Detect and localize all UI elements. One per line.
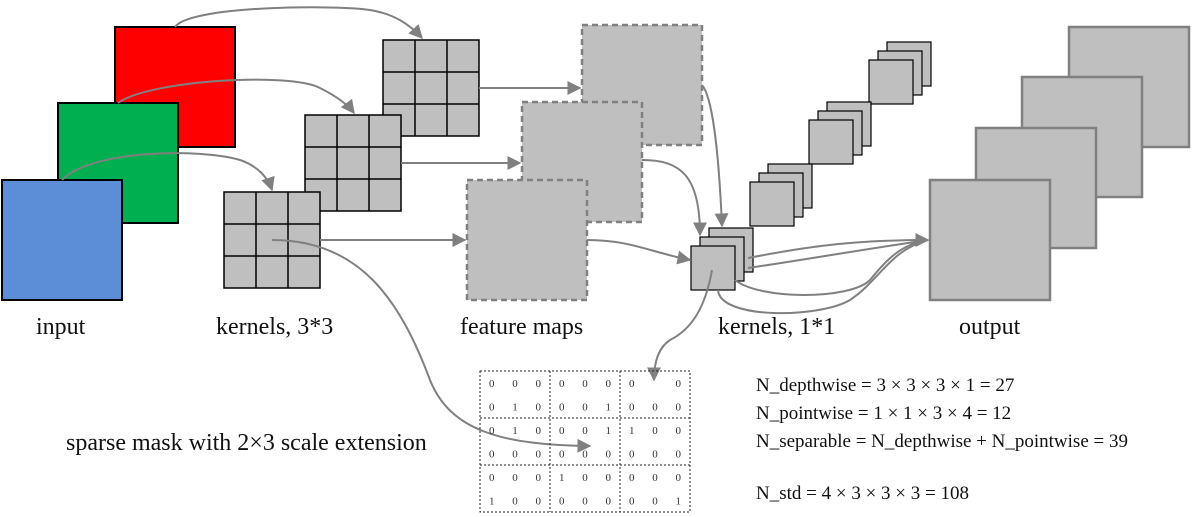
arrow-blue-to-kernel	[61, 152, 275, 192]
mask-cell: 1	[512, 401, 518, 413]
equation-depthwise: N_depthwise = 3 × 3 × 3 × 1 = 27	[756, 375, 1015, 396]
mask-cell: 0	[512, 495, 518, 507]
kernel-3x3-middle	[304, 114, 402, 212]
mask-cell: 0	[536, 448, 542, 460]
mask-cell: 0	[512, 472, 518, 484]
mask-cell: 1	[629, 425, 635, 437]
mask-cell: 0	[629, 448, 635, 460]
mask-cell: 0	[676, 472, 682, 484]
label-mask-caption: sparse mask with 2×3 scale extension	[66, 430, 427, 456]
mask-cell: 1	[489, 495, 495, 507]
equation-pointwise: N_pointwise = 1 × 1 × 3 × 4 = 12	[756, 403, 1012, 424]
label-kernels-1x1: kernels, 1*1	[718, 314, 836, 340]
mask-cell: 0	[606, 448, 612, 460]
kernels-1x1	[690, 41, 932, 291]
arrows	[61, 6, 930, 453]
output-map-4	[928, 178, 1052, 302]
kernel-1x1-stack-4	[690, 227, 754, 291]
mask-cell: 0	[559, 425, 565, 437]
kernels-3x3	[223, 39, 480, 289]
mask-cell: 0	[652, 425, 658, 437]
mask-cell: 0	[606, 472, 612, 484]
mask-cell: 0	[489, 425, 495, 437]
arrow-k1-to-out-4	[717, 239, 929, 315]
mask-cell: 0	[582, 425, 588, 437]
kernel-1x1-stack-2	[808, 101, 872, 165]
mask-cell: 0	[582, 401, 588, 413]
label-output: output	[959, 314, 1021, 340]
mask-cell: 0	[629, 401, 635, 413]
arrow-fm-bot-to-k1	[586, 239, 692, 265]
mask-cell: 0	[629, 378, 635, 390]
mask-cell: 0	[559, 378, 565, 390]
arrow-k1-to-mask	[647, 269, 713, 382]
feature-maps	[465, 23, 704, 302]
arrow-red-to-kernel	[174, 6, 423, 40]
kernel-1x1-stack-3	[749, 163, 813, 227]
mask-cell: 0	[536, 378, 542, 390]
mask-cell: 1	[512, 425, 518, 437]
arrow-k1-to-out-1	[747, 233, 930, 259]
mask-cell: 0	[676, 425, 682, 437]
mask-cell: 0	[559, 495, 565, 507]
label-input: input	[36, 314, 86, 340]
mask-cell: 0	[489, 472, 495, 484]
mask-cell: 0	[629, 472, 635, 484]
mask-cell: 1	[606, 425, 612, 437]
mask-cell: 0	[582, 448, 588, 460]
mask-cell: 0	[559, 448, 565, 460]
mask-cell: 0	[606, 378, 612, 390]
mask-cell: 0	[652, 401, 658, 413]
label-kernels-3x3: kernels, 3*3	[216, 314, 334, 340]
mask-cell: 0	[652, 448, 658, 460]
mask-cell: 0	[676, 378, 682, 390]
mask-cell: 0	[489, 378, 495, 390]
mask-cell: 0	[582, 495, 588, 507]
arrow-fm-mid-to-k1	[641, 159, 707, 237]
mask-cell: 0	[676, 401, 682, 413]
equation-separable: N_separable = N_depthwise + N_pointwise …	[756, 431, 1128, 452]
feature-map-bottom	[465, 178, 589, 302]
mask-cell: 0	[606, 495, 612, 507]
sparse-mask: 0 0 0 0 0 0 0 0 0 1 0 0 0 1 0 0 0 0 1 0 0 0 1 1 0 0 0 0 0 0 0 0 0 0 0 0 0 0 1 0…	[479, 370, 691, 513]
mask-cell: 0	[559, 401, 565, 413]
mask-cell: 0	[536, 401, 542, 413]
mask-cell: 0	[512, 378, 518, 390]
mask-cell: 0	[512, 448, 518, 460]
mask-cell: 0	[489, 401, 495, 413]
output-stack	[928, 25, 1191, 302]
arrow-fm-top-to-k1	[701, 84, 729, 228]
arrow-k1-to-out-3	[734, 239, 929, 296]
mask-cell: 1	[676, 495, 682, 507]
label-feature-maps: feature maps	[460, 314, 584, 340]
mask-cell: 0	[536, 472, 542, 484]
mask-cell: 1	[606, 401, 612, 413]
mask-cell: 0	[652, 472, 658, 484]
equation-standard: N_std = 4 × 3 × 3 × 3 = 108	[756, 483, 969, 504]
mask-cell: 0	[676, 448, 682, 460]
kernel-1x1-stack-1	[868, 41, 932, 105]
mask-cell: 0	[489, 448, 495, 460]
input-stack	[1, 26, 236, 301]
arrow-green-to-kernel	[117, 78, 355, 115]
mask-cell: 0	[582, 378, 588, 390]
mask-cell: 0	[629, 495, 635, 507]
mask-cell: 0	[536, 425, 542, 437]
mask-cell: 0	[582, 472, 588, 484]
arrow-k1-to-out-2	[747, 239, 929, 269]
mask-cell: 0	[536, 495, 542, 507]
mask-cell: 0	[652, 495, 658, 507]
input-channel-blue	[1, 179, 123, 301]
arrow-kernel-to-mask	[271, 239, 592, 453]
mask-cell: 1	[559, 472, 565, 484]
